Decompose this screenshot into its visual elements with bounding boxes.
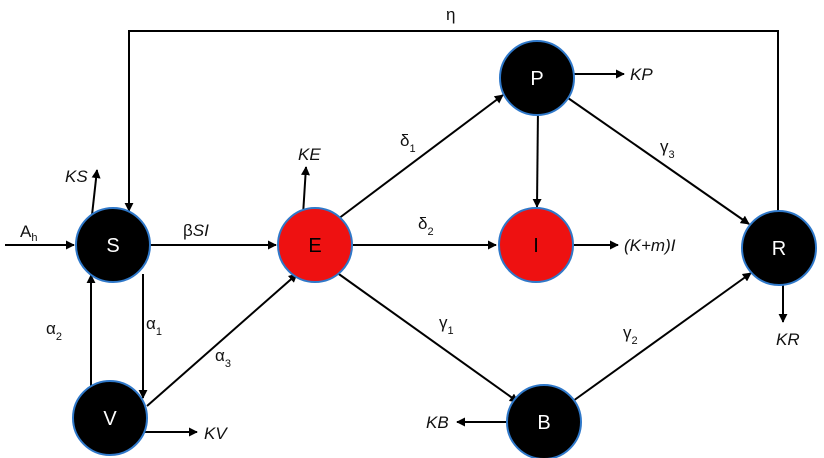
label-eta: η xyxy=(446,5,455,24)
label-alpha2-sub: 2 xyxy=(56,331,62,343)
label-gamma1: γ1 xyxy=(439,313,454,337)
label-alpha1-sub: 1 xyxy=(156,326,162,338)
label-alpha3: α3 xyxy=(215,346,231,370)
node-P: P xyxy=(499,40,575,116)
label-delta1-main: δ xyxy=(400,131,409,150)
node-S-label: S xyxy=(106,235,119,257)
label-alpha2: α2 xyxy=(46,319,62,343)
outflow-KV: KV xyxy=(204,424,228,443)
outflow-KE: KE xyxy=(298,145,321,164)
label-infection-beta: β xyxy=(183,221,193,240)
label-infection-SI: SI xyxy=(193,221,209,240)
node-V-label: V xyxy=(103,408,117,430)
node-V: V xyxy=(72,380,148,456)
label-gamma3-sub: 3 xyxy=(669,149,675,161)
label-delta1: δ1 xyxy=(400,131,416,155)
label-recruit: Ah xyxy=(20,222,37,244)
node-P-label: P xyxy=(530,68,543,90)
outflow-KS: KS xyxy=(65,167,88,186)
label-alpha3-main: α xyxy=(215,346,225,365)
label-delta2-main: δ xyxy=(418,214,427,233)
label-gamma3: γ3 xyxy=(660,137,675,161)
label-gamma2: γ2 xyxy=(623,323,638,347)
edge-P-to-I xyxy=(532,107,542,208)
node-B-label: B xyxy=(537,412,550,434)
edge-eta-R-to-S xyxy=(124,30,779,218)
node-S: S xyxy=(75,207,151,283)
edge-E-to-B xyxy=(335,271,519,403)
label-gamma3-main: γ xyxy=(660,137,669,156)
outflow-KP: KP xyxy=(630,65,653,84)
label-infection: βSI xyxy=(183,221,209,240)
edge-labels: η Ah βSI α1 α2 α3 δ1 δ2 γ1 γ2 γ3 xyxy=(20,5,675,370)
edge-B-to-R xyxy=(572,272,752,402)
label-recruit-main: A xyxy=(20,222,32,241)
label-gamma2-main: γ xyxy=(623,323,632,342)
edge-S-out-KS xyxy=(91,169,101,216)
label-recruit-sub: h xyxy=(31,232,37,244)
label-gamma1-sub: 1 xyxy=(448,325,454,337)
node-R-label: R xyxy=(772,238,786,260)
node-R: R xyxy=(741,210,817,286)
edge-V-to-E xyxy=(146,273,298,407)
edge-E-out-KE xyxy=(301,166,310,216)
label-delta2-sub: 2 xyxy=(427,226,433,238)
label-gamma2-sub: 2 xyxy=(632,335,638,347)
outflow-KR: KR xyxy=(776,330,800,349)
label-alpha3-sub: 3 xyxy=(225,358,231,370)
label-delta1-sub: 1 xyxy=(409,143,415,155)
edge-P-to-R xyxy=(567,97,750,225)
label-gamma1-main: γ xyxy=(439,313,448,332)
node-E: E xyxy=(277,207,353,283)
label-delta2: δ2 xyxy=(418,214,434,238)
edges xyxy=(5,30,788,437)
edge-E-to-P xyxy=(333,94,504,223)
node-I-label: I xyxy=(533,235,539,257)
node-I: I xyxy=(498,207,574,283)
outflow-labels: KS KE KP (K+m)I KR KV KB xyxy=(65,65,800,443)
nodes: S V E P I B R xyxy=(72,40,817,458)
label-alpha2-main: α xyxy=(46,319,56,338)
outflow-KI: (K+m)I xyxy=(624,236,676,255)
node-E-label: E xyxy=(308,235,321,257)
outflow-KB: KB xyxy=(426,413,449,432)
label-alpha1: α1 xyxy=(146,314,162,338)
label-alpha1-main: α xyxy=(146,314,156,333)
node-B: B xyxy=(506,384,582,458)
